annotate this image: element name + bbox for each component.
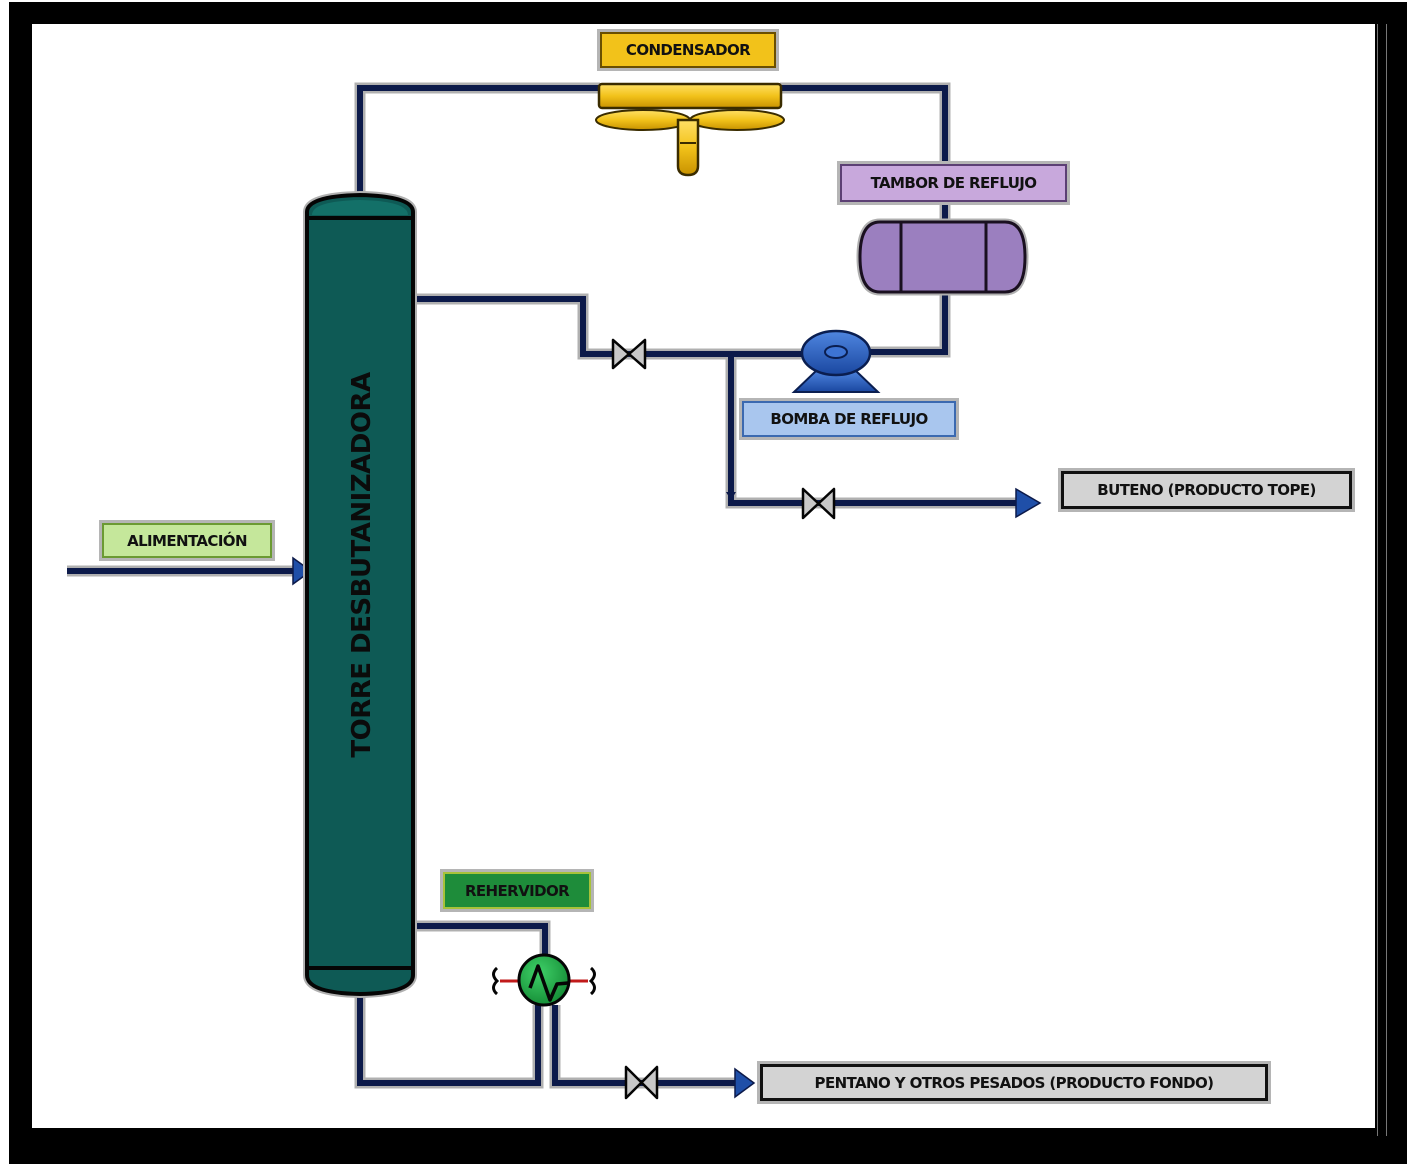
top-product-label: BUTENO (PRODUCTO TOPE) <box>1061 471 1352 509</box>
tower-label: TORRE DESBUTANIZADORA <box>347 372 377 758</box>
flow-arrow-icon-top-product <box>1015 487 1042 519</box>
bottom-product-label: PENTANO Y OTROS PESADOS (PRODUCTO FONDO) <box>760 1064 1268 1101</box>
frame-edge-line <box>1377 24 1378 1136</box>
pipe-condenser-to-drum <box>780 85 948 165</box>
gate-valve-icon-reflux[interactable] <box>611 338 647 370</box>
pipe-reflux-return <box>413 296 805 357</box>
branch-arrow-icon <box>726 492 736 500</box>
reflux-pump-icon[interactable] <box>791 329 881 393</box>
pipe-bottom-product <box>552 1005 738 1086</box>
reboiler-heat-exchanger-icon[interactable] <box>492 953 596 1007</box>
flow-arrow-icon-feed <box>292 556 313 586</box>
pipes <box>67 85 1020 1086</box>
gate-valve-icon-bottom-product[interactable] <box>624 1065 659 1100</box>
reboiler-label: REHERVIDOR <box>443 872 591 909</box>
condenser-label: CONDENSADOR <box>600 32 776 68</box>
pipe-tower-bottom-to-reboiler <box>357 995 541 1086</box>
condenser-icon[interactable] <box>595 82 785 177</box>
pipe-tower-overhead <box>357 85 600 195</box>
pipe-reboiler-return <box>413 923 548 955</box>
flow-arrow-icon-bottom-product <box>734 1067 756 1099</box>
reflux-drum-label: TAMBOR DE REFLUJO <box>840 164 1067 202</box>
tower-vessel[interactable] <box>303 190 417 999</box>
reflux-pump-label: BOMBA DE REFLUJO <box>742 401 956 437</box>
frame-edge-line <box>1386 24 1387 1136</box>
pipe-top-product <box>728 354 1020 506</box>
gate-valve-icon-top-product[interactable] <box>801 487 836 520</box>
feed-label: ALIMENTACIÓN <box>102 523 272 558</box>
reflux-drum-icon[interactable] <box>856 218 1029 296</box>
pipe-drum-to-pump <box>868 292 948 355</box>
